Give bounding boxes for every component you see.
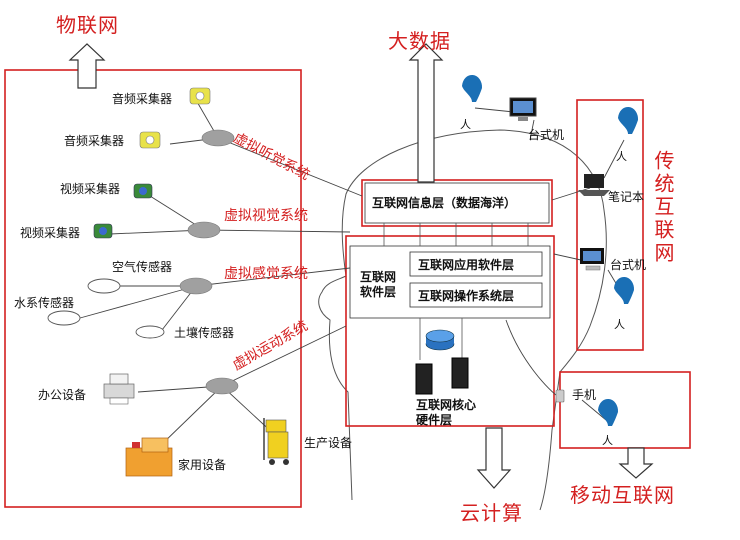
iot-heading: 物联网 (56, 13, 119, 37)
air-sensor-ellipse (87, 278, 121, 294)
traditional-internet-heading: 传统互联网 (651, 150, 675, 265)
soil-sensor-label: 土壤传感器 (174, 326, 235, 340)
app-software-layer-label: 互联网应用软件层 (418, 258, 515, 272)
iot-box (4, 69, 302, 508)
audio-collector-label-2: 音频采集器 (64, 134, 125, 148)
arrow-up-iot (68, 43, 106, 89)
person-icon-1 (462, 74, 483, 102)
cloud-heading: 云计算 (460, 501, 523, 525)
info-layer-box (361, 179, 553, 227)
phone-icon (555, 389, 565, 403)
mobile-internet-heading: 移动互联网 (570, 483, 675, 507)
person-icon-4 (598, 398, 619, 426)
desktop-label-1: 台式机 (528, 128, 565, 142)
forklift-icon (263, 418, 289, 465)
mobile-internet-box (559, 371, 691, 449)
water-sensor-label: 水系传感器 (14, 296, 75, 310)
arrow-down-mobile (618, 447, 654, 479)
arrow-down-cloud (476, 427, 512, 489)
laptop-label: 笔记本 (608, 190, 645, 204)
home-appliance-icon (125, 437, 173, 477)
office-equipment-label: 办公设备 (38, 388, 87, 402)
sensor-hub (179, 277, 213, 295)
air-sensor-label: 空气传感器 (112, 260, 173, 274)
soil-sensor-ellipse (135, 325, 165, 339)
arrow-up-bigdata (408, 43, 444, 183)
person-label-3: 人 (614, 318, 625, 331)
desktop-icon-1 (509, 97, 537, 121)
printer-icon (103, 373, 135, 405)
virtual-vision-label: 虚拟视觉系统 (224, 208, 308, 224)
water-sensor-ellipse (47, 310, 81, 326)
video-hub (187, 221, 221, 239)
audio-hub (201, 129, 235, 147)
info-layer-label: 互联网信息层（数据海洋） (372, 196, 517, 210)
person-icon-2 (618, 106, 639, 134)
software-layer-label: 互联网 软件层 (360, 270, 397, 299)
virtual-sensation-label: 虚拟感觉系统 (224, 266, 308, 282)
person-label-2: 人 (616, 150, 627, 163)
person-label-4: 人 (602, 434, 613, 447)
video-collector-label-1: 视频采集器 (60, 182, 121, 196)
server-icon-1 (415, 363, 433, 395)
server-icon-2 (451, 357, 469, 389)
audio-device-icon-1 (189, 87, 211, 105)
traditional-internet-box (576, 99, 644, 351)
phone-label: 手机 (572, 388, 597, 402)
production-equipment-label: 生产设备 (304, 436, 353, 450)
desktop-icon-2 (580, 248, 604, 271)
person-label-1: 人 (460, 118, 471, 131)
video-camera-icon-1 (133, 183, 153, 199)
equipment-hub (205, 377, 239, 395)
big-data-heading: 大数据 (388, 29, 451, 53)
software-hardware-box (345, 235, 555, 427)
desktop-label-2: 台式机 (610, 258, 647, 272)
person-icon-3 (614, 276, 635, 304)
os-layer-label: 互联网操作系统层 (418, 289, 515, 303)
home-equipment-label: 家用设备 (178, 458, 227, 472)
audio-collector-label-1: 音频采集器 (112, 92, 173, 106)
router-icon (425, 329, 455, 351)
hardware-layer-label: 互联网核心 硬件层 (416, 398, 477, 427)
video-collector-label-2: 视频采集器 (20, 226, 81, 240)
laptop-icon (578, 174, 610, 196)
audio-device-icon-2 (139, 131, 161, 149)
video-camera-icon-2 (93, 223, 113, 239)
